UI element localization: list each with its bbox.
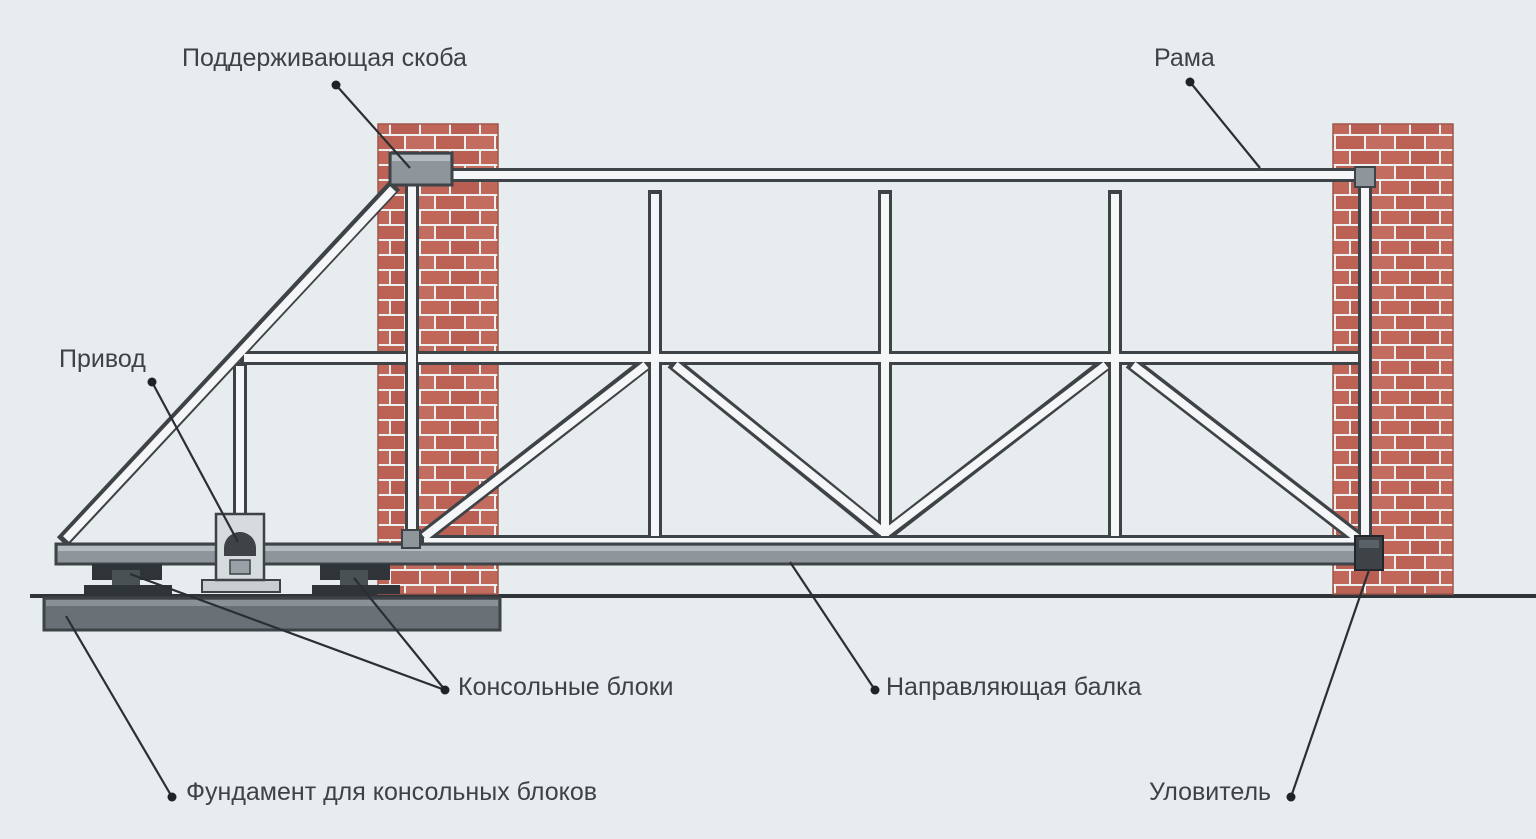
label-frame: Рама	[1154, 44, 1215, 72]
support-bracket	[388, 151, 454, 187]
console-block-left	[84, 564, 172, 594]
drive-unit	[201, 512, 281, 593]
gate-frame	[56, 168, 1372, 549]
leader-lines	[65, 81, 1371, 798]
leader-dots	[147, 77, 1296, 802]
label-console-blocks: Консольные блоки	[458, 673, 674, 701]
frame-corner-block	[1354, 166, 1376, 188]
label-support-bracket: Поддерживающая скоба	[182, 44, 467, 72]
label-foundation: Фундамент для консольных блоков	[186, 778, 598, 806]
catcher	[1354, 535, 1384, 571]
foundation-slab-top	[46, 600, 498, 606]
label-guide-beam: Направляющая балка	[886, 673, 1142, 701]
label-drive: Привод	[59, 345, 146, 373]
lower-joint-block	[401, 529, 421, 549]
label-catcher: Уловитель	[1149, 778, 1272, 806]
